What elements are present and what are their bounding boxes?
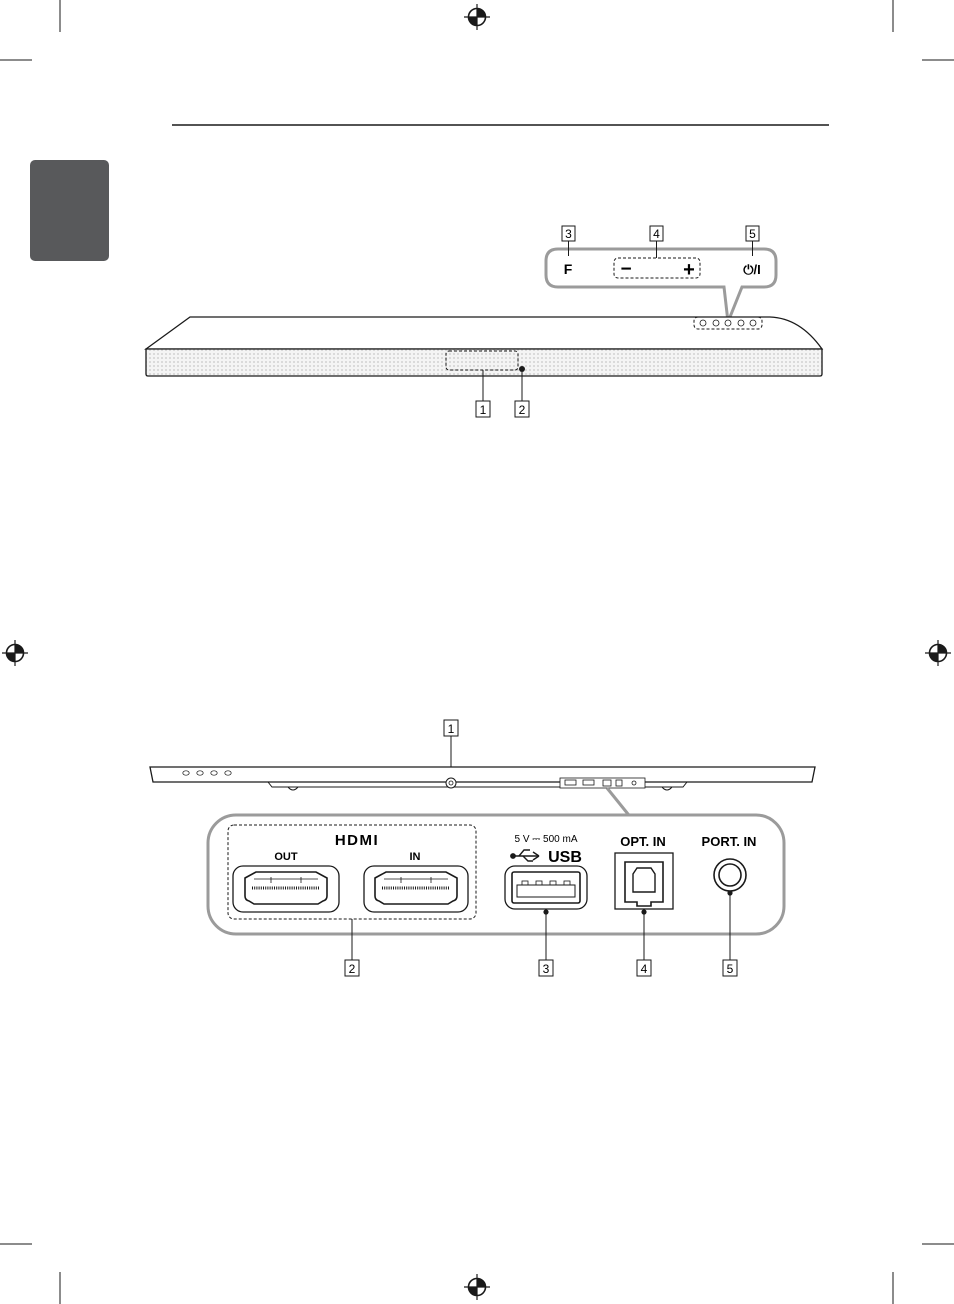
callout-number: 4 (650, 226, 663, 241)
soundbar-rear-body (150, 767, 815, 782)
svg-text:5: 5 (727, 962, 734, 976)
usb-rating-label: 5 V ⎓ 500 mA (514, 834, 577, 845)
remote-sensor (519, 366, 525, 372)
callout-number: 3 (539, 960, 553, 976)
svg-text:5: 5 (749, 227, 756, 241)
registration-mark-left (2, 640, 28, 666)
callout-number: 4 (637, 960, 651, 976)
connector-panel-frame (208, 815, 784, 934)
svg-text:1: 1 (480, 403, 487, 417)
power-button-label: ⏻/I (743, 262, 761, 277)
callout-number: 3 (562, 226, 575, 241)
soundbar-top-surface (146, 317, 822, 349)
power-inlet (446, 778, 456, 788)
control-callout-frame (546, 249, 776, 322)
callout-number: 2 (515, 401, 529, 417)
registration-mark-top (464, 4, 490, 30)
volume-up-button-label: + (683, 259, 695, 281)
soundbar-front-grille (146, 349, 822, 376)
callout-number: 5 (746, 226, 759, 241)
svg-text:1: 1 (448, 722, 455, 736)
svg-text:4: 4 (641, 962, 648, 976)
svg-text:4: 4 (653, 227, 660, 241)
rear-port-strip (560, 778, 645, 788)
function-button-label: F (564, 261, 573, 277)
port-in-label: PORT. IN (702, 834, 757, 849)
volume-down-button-label: − (620, 259, 631, 280)
callout-number: 5 (723, 960, 737, 976)
front-panel-illustration: 3 4 5 F − + ⏻/I (146, 226, 822, 417)
registration-mark-right (925, 640, 951, 666)
svg-text:2: 2 (519, 403, 526, 417)
hdmi-in-label: IN (410, 851, 421, 863)
usb-label: USB (548, 849, 582, 866)
callout-number: 1 (444, 720, 458, 736)
callout-number: 2 (345, 960, 359, 976)
svg-text:2: 2 (349, 962, 356, 976)
registration-mark-bottom (464, 1274, 490, 1300)
callout-number: 1 (476, 401, 490, 417)
hdmi-out-label: OUT (274, 851, 298, 863)
hdmi-logo: HDMI (335, 832, 379, 849)
svg-text:3: 3 (565, 227, 572, 241)
section-side-tab (30, 160, 109, 261)
optical-label: OPT. IN (620, 834, 666, 849)
rear-panel-illustration: 1 HDMI OUT IN (150, 720, 815, 976)
svg-text:3: 3 (543, 962, 550, 976)
